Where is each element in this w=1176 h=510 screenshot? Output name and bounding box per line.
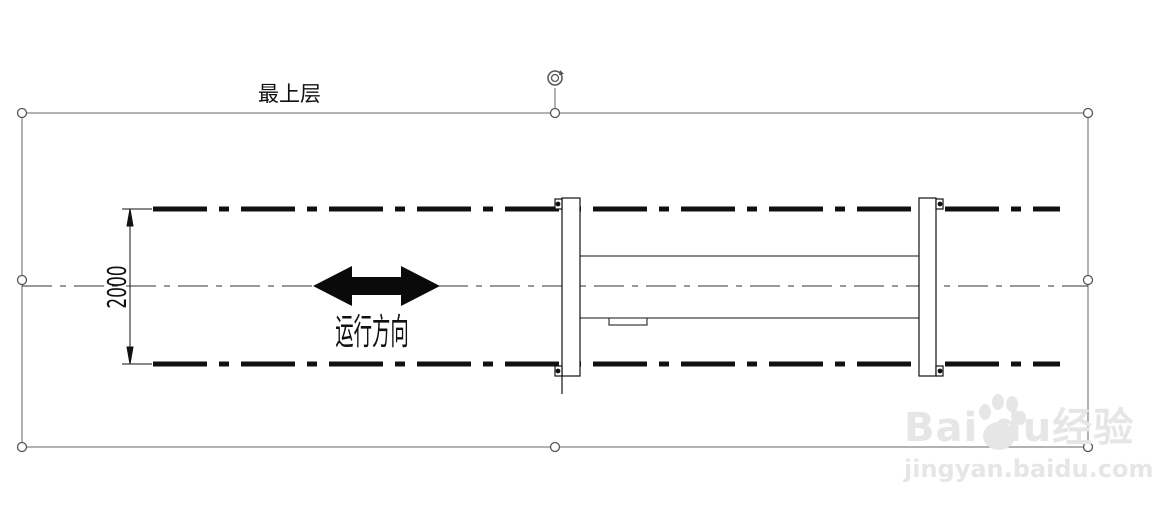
resize-handle-right bbox=[1082, 274, 1094, 286]
resize-handle-top-left bbox=[16, 107, 28, 119]
dimension-text: 2000 bbox=[104, 265, 133, 308]
rotate-handle-icon[interactable] bbox=[547, 70, 564, 86]
resize-handle-bottom bbox=[549, 441, 561, 453]
paw-logo-icon bbox=[979, 394, 1026, 450]
resize-handle-left bbox=[16, 274, 28, 286]
resize-handle-bottom-left bbox=[16, 441, 28, 453]
left-flange bbox=[554, 197, 581, 394]
resize-handles[interactable] bbox=[16, 107, 1094, 453]
watermark-brand: Bai du经验 bbox=[904, 405, 1135, 451]
resize-handle-top-right bbox=[1082, 107, 1094, 119]
right-flange bbox=[918, 197, 944, 377]
resize-handle-bottom-right bbox=[1082, 441, 1094, 453]
direction-text: 运行方向 bbox=[335, 311, 409, 352]
watermark-url: jingyan.baidu.com bbox=[904, 455, 1154, 483]
double-arrow-icon bbox=[313, 266, 440, 306]
layer-label: 最上层 bbox=[258, 82, 321, 106]
beam-body bbox=[580, 255, 919, 326]
dimension-2000 bbox=[122, 208, 152, 365]
resize-handle-top bbox=[549, 107, 561, 119]
